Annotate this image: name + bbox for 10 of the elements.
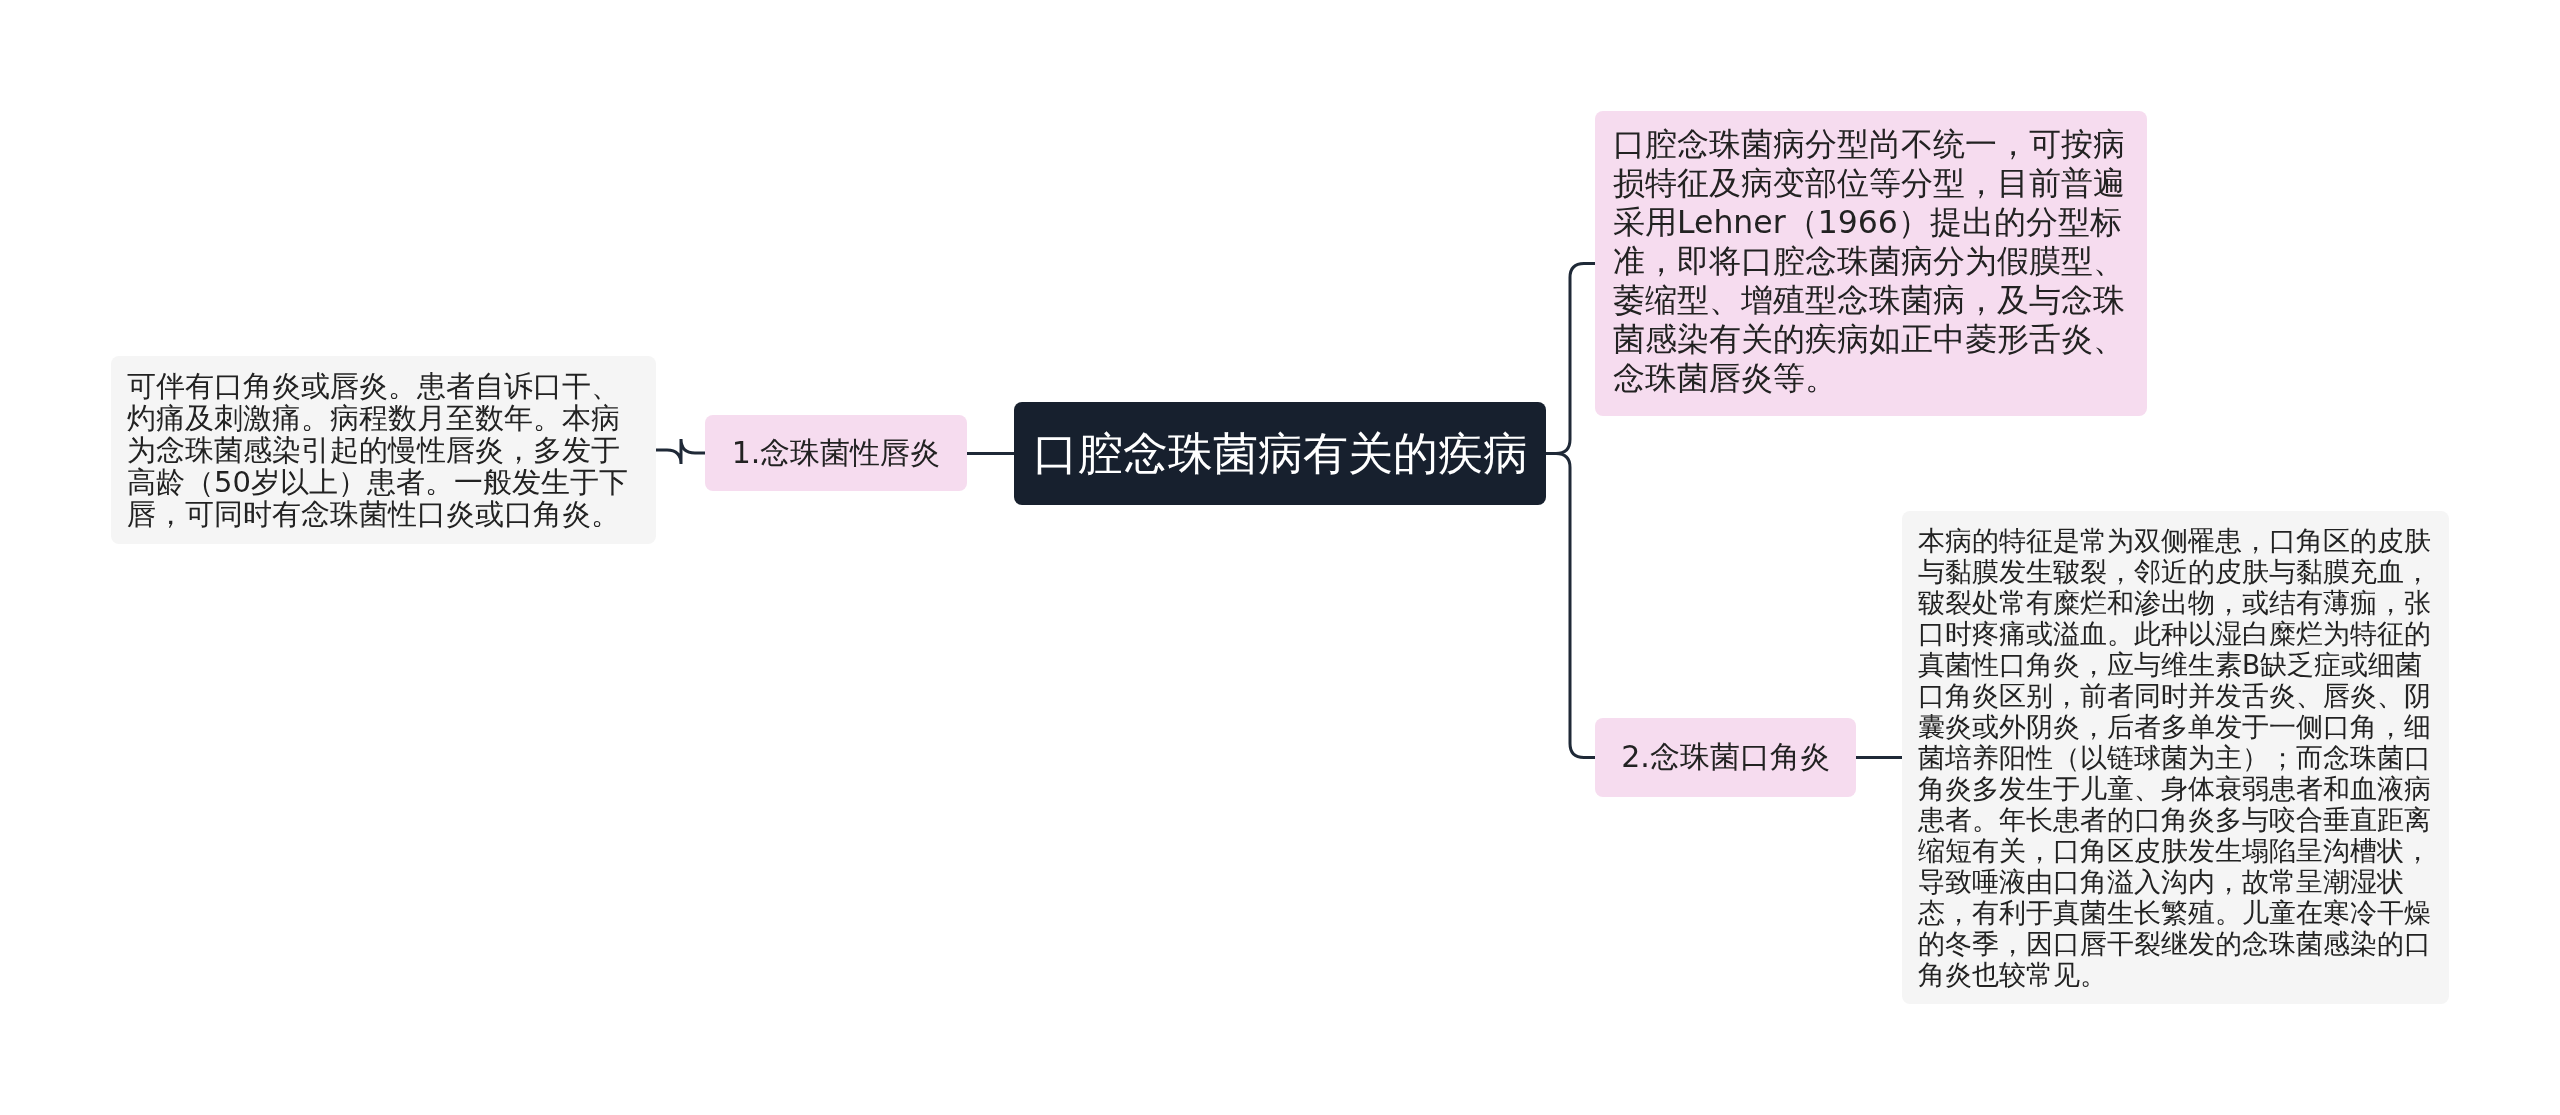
connector-line (1856, 756, 1902, 759)
topic-box: 口腔念珠菌病分型尚不统一，可按病损特征及病变部位等分型，目前普遍采用Lehner（1966）提出的分型标准，即将口腔念珠菌病分为假膜型、萎缩型、增殖型念珠菌病，及与念珠菌感染有关的疾病如正中菱形舌炎、念珠菌唇炎等。 (1595, 111, 2147, 416)
topic-box: 2.念珠菌口角炎 (1595, 718, 1856, 797)
note-box: 本病的特征是常为双侧罹患，口角区的皮肤与黏膜发生皲裂，邻近的皮肤与黏膜充血，皲裂处常有糜烂和渗出物，或结有薄痂，张口时疼痛或溢血。此种以湿白糜烂为特征的真菌性口角炎，应与维生素B缺乏症或细菌口角炎区别，前者同时并发舌炎、唇炎、阴囊炎或外阴炎，后者多单发于一侧口角，细菌培养阳性（以链球菌为主）；而念珠菌口角炎多发生于儿童、身体衰弱患者和血液病患者。年长患者的口角炎多与咬合垂直距离缩短有关，口角区皮肤发生塌陷呈沟槽状，导致唾液由口角溢入沟内，故常呈潮湿状态，有利于真菌生长繁殖。儿童在寒冷干燥的冬季，因口唇干裂继发的念珠菌感染的口角炎也较常见。 (1902, 511, 2449, 1004)
central-topic-box: 口腔念珠菌病有关的疾病 (1014, 402, 1546, 505)
topic-box: 1.念珠菌性唇炎 (705, 415, 967, 491)
note-box: 可伴有口角炎或唇炎。患者自诉口干、灼痛及刺激痛。病程数月至数年。本病为念珠菌感染引起的慢性唇炎，多发于高龄（50岁以上）患者。一般发生于下唇，可同时有念珠菌性口炎或口角炎。 (111, 356, 656, 544)
connector-line (1546, 452, 1595, 759)
connector-line (656, 437, 705, 466)
connector-line (967, 452, 1014, 455)
